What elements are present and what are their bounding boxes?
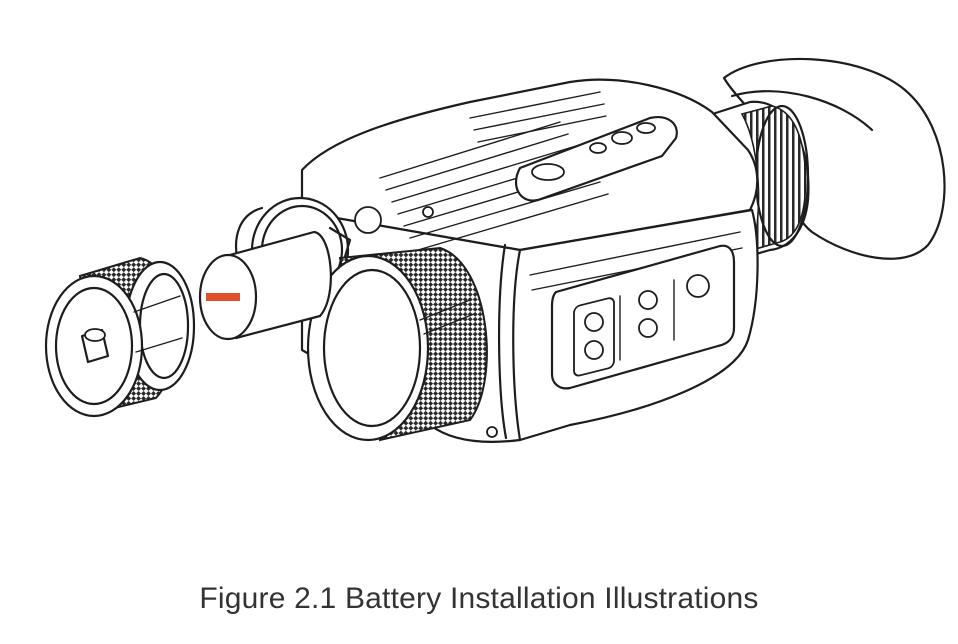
side-button-icon xyxy=(584,340,604,360)
battery-negative-marker xyxy=(206,293,240,301)
battery-installation-illustration xyxy=(44,57,946,443)
figure-caption: Figure 2.1 Battery Installation Illustra… xyxy=(199,582,759,615)
side-control-panel xyxy=(550,244,736,390)
battery-cap xyxy=(44,256,196,418)
power-button-icon xyxy=(686,274,710,298)
top-control-plate xyxy=(514,116,678,202)
side-button-icon xyxy=(584,312,604,332)
battery xyxy=(198,230,332,341)
side-button-icon xyxy=(638,290,658,310)
objective-lens xyxy=(306,246,488,442)
side-button-icon xyxy=(638,318,658,338)
